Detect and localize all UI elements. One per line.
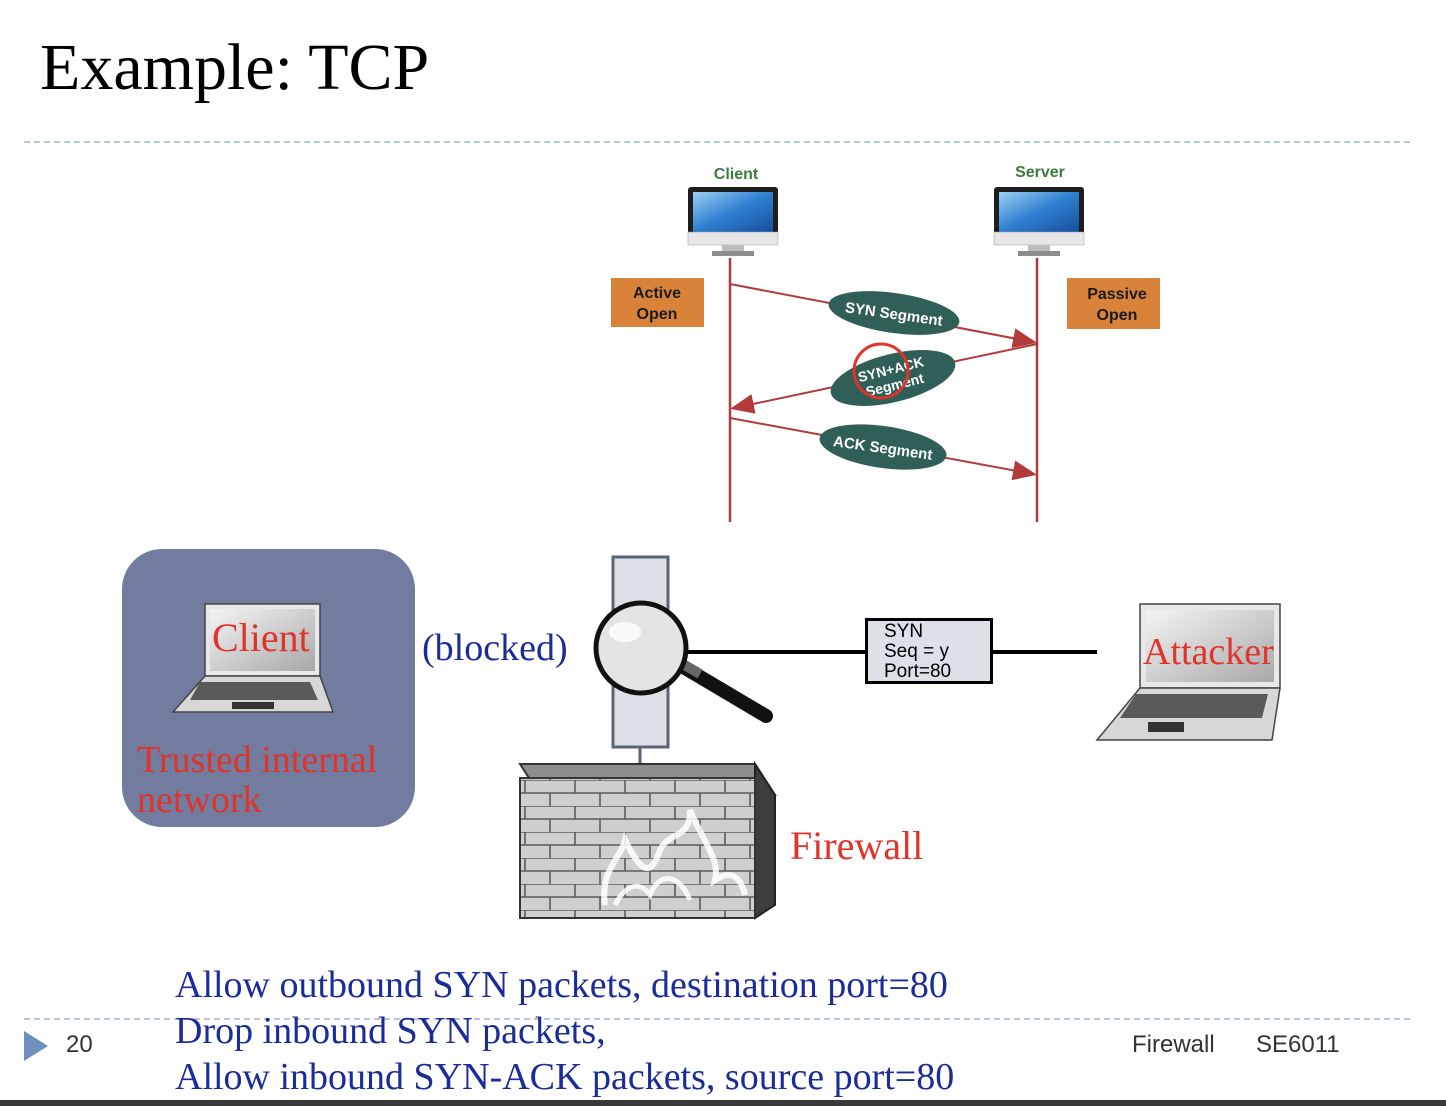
packet-line-syn: SYN <box>884 621 924 642</box>
server-label: Server <box>1015 164 1065 181</box>
rule-line-1: Allow outbound SYN packets, destination … <box>175 964 948 1006</box>
client-laptop-icon <box>171 603 335 713</box>
rule-line-3: Allow inbound SYN-ACK packets, source po… <box>175 1056 955 1098</box>
footer-topic: Firewall <box>1132 1031 1215 1058</box>
ack-segment-badge: ACK Segment <box>819 424 947 470</box>
client-label: Client <box>714 166 759 183</box>
synack-segment-badge: SYN+ACK Segment <box>830 350 956 406</box>
tcp-handshake-diagram: Client Server Active Open Passive Open S… <box>611 164 1160 522</box>
firewall-rules: Allow outbound SYN packets, destination … <box>175 962 954 1100</box>
passive-open-box <box>1067 278 1160 329</box>
footer-divider <box>24 1018 1410 1020</box>
blocked-label: (blocked) <box>422 627 568 669</box>
client-computer-icon <box>687 187 779 256</box>
active-open-line1: Active <box>633 285 681 302</box>
title-divider <box>24 141 1410 143</box>
footer-course: SE6011 <box>1256 1031 1340 1058</box>
attacker-laptop-icon <box>1095 603 1281 741</box>
attacker-label: Attacker <box>1143 631 1274 673</box>
highlight-circle <box>852 342 910 400</box>
packet-line-seq: Seq = y <box>884 641 949 662</box>
trusted-network-label-line1: Trusted internal <box>137 739 378 781</box>
network-scene <box>171 555 1281 920</box>
firewall-label: Firewall <box>790 823 924 868</box>
slide-title: Example: TCP <box>40 31 430 104</box>
client-network-label: Client <box>212 615 310 660</box>
rule-line-2: Drop inbound SYN packets, <box>175 1010 606 1052</box>
passive-open-line2: Open <box>1097 307 1138 324</box>
trusted-network-label-line2: network <box>137 779 262 821</box>
active-open-line2: Open <box>637 306 678 323</box>
bottom-edge-bar <box>0 1100 1446 1106</box>
syn-segment-badge: SYN Segment <box>828 291 960 335</box>
firewall-wall-icon <box>518 760 777 920</box>
active-open-box <box>611 278 704 327</box>
magnifier-icon <box>593 600 773 723</box>
bullet-triangle-icon <box>24 1031 48 1061</box>
server-computer-icon <box>993 187 1085 256</box>
page-number: 20 <box>66 1031 93 1058</box>
passive-open-line1: Passive <box>1087 286 1147 303</box>
syn-packet-box: SYN Seq = y Port=80 <box>865 618 993 684</box>
packet-line-port: Port=80 <box>884 661 952 682</box>
